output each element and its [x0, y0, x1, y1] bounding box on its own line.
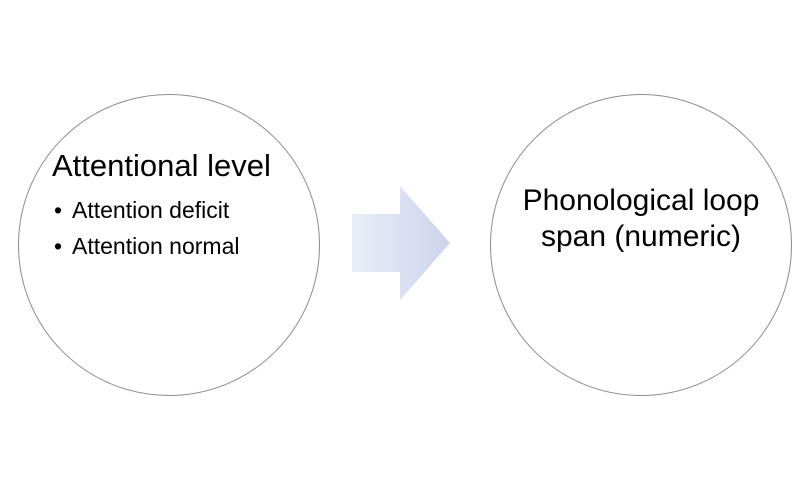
left-node-bullet-text: Attention normal [72, 233, 240, 259]
right-node-circle [490, 94, 792, 396]
left-node-content: Attentional level • Attention deficit • … [52, 147, 302, 267]
right-node-title: Phonological loop span (numeric) [522, 184, 760, 253]
left-node-bullet-item: • Attention deficit [52, 195, 302, 225]
left-node-circle [18, 94, 320, 396]
bullet-dot-icon: • [54, 233, 63, 259]
left-node-bullet-list: • Attention deficit • Attention normal [52, 195, 302, 261]
left-node-title: Attentional level [52, 148, 271, 183]
bullet-dot-icon: • [54, 197, 63, 223]
left-node-bullet-item: • Attention normal [52, 231, 302, 261]
left-node-bullet-text: Attention deficit [72, 197, 230, 223]
right-arrow-icon [352, 186, 450, 300]
